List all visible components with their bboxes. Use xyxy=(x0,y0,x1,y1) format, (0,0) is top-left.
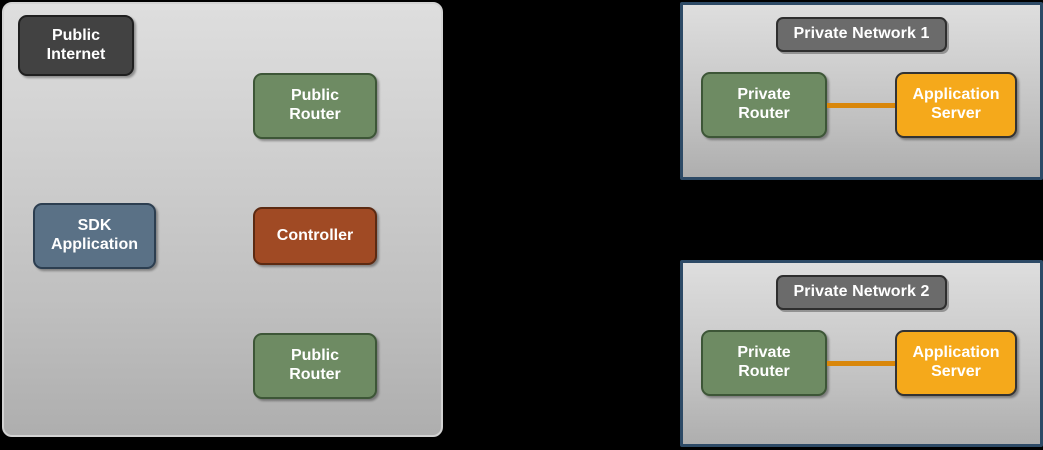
node-private-router-2[interactable]: Private Router xyxy=(701,330,827,396)
connector-private-router-1-to-app-server-1 xyxy=(827,103,895,108)
node-public-router-bottom[interactable]: Public Router xyxy=(253,333,377,399)
node-application-server-1[interactable]: Application Server xyxy=(895,72,1017,138)
private-network-2-title-badge: Private Network 2 xyxy=(775,275,948,310)
node-private-router-1[interactable]: Private Router xyxy=(701,72,827,138)
node-public-internet[interactable]: Public Internet xyxy=(18,15,134,76)
node-application-server-2[interactable]: Application Server xyxy=(895,330,1017,396)
node-sdk-application[interactable]: SDK Application xyxy=(33,203,156,269)
private-network-1-panel: Private Network 1 Private Router Applica… xyxy=(680,2,1043,180)
connector-private-router-2-to-app-server-2 xyxy=(827,361,895,366)
node-controller[interactable]: Controller xyxy=(253,207,377,265)
private-network-2-panel: Private Network 2 Private Router Applica… xyxy=(680,260,1043,447)
private-network-1-title-badge: Private Network 1 xyxy=(775,17,948,52)
public-cloud-panel: Public Internet Public Router SDK Applic… xyxy=(2,2,443,437)
node-public-router-top[interactable]: Public Router xyxy=(253,73,377,139)
